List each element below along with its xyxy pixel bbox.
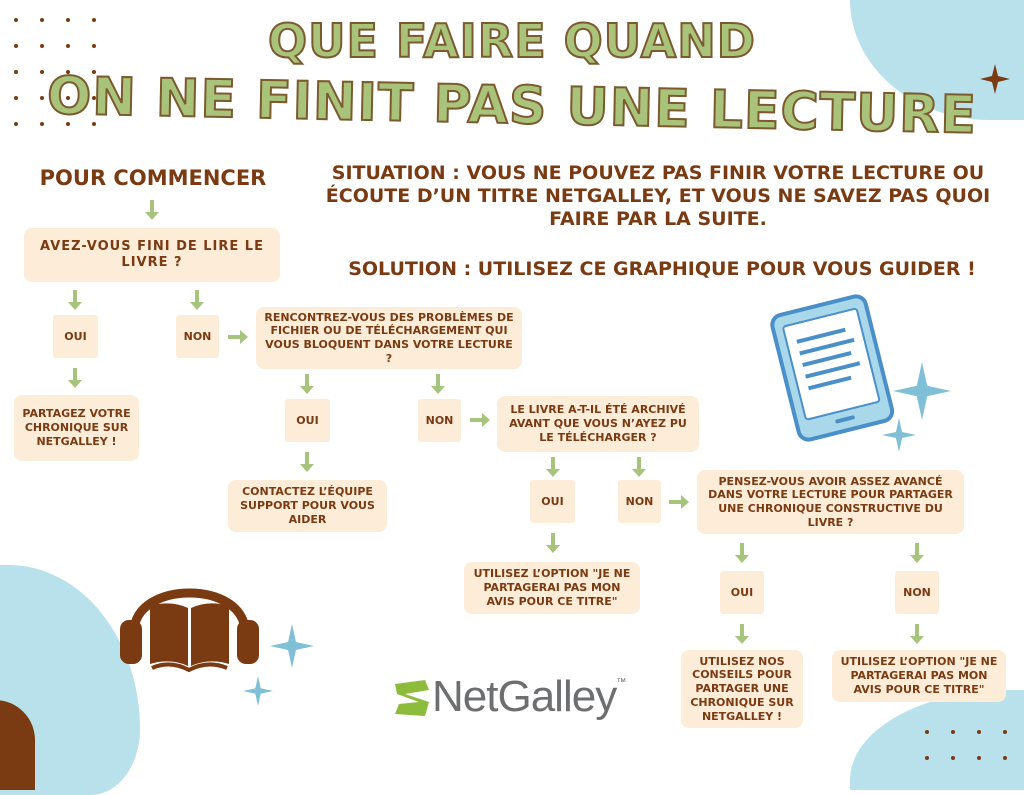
result-use-our-tips: UTILISEZ NOS CONSEILS POUR PARTAGER UNE …: [681, 650, 803, 728]
result-no-review-option: UTILISEZ L’OPTION "JE NE PARTAGERAI PAS …: [464, 562, 640, 614]
q2-yes-box: OUI: [285, 399, 330, 442]
arrow-down-icon: [910, 543, 924, 563]
arrow-down-icon: [735, 624, 749, 644]
arrow-down-icon: [632, 457, 646, 477]
q4-no-box: NON: [895, 571, 939, 614]
q4-yes-box: OUI: [720, 571, 764, 614]
arrow-down-icon: [300, 374, 314, 394]
result-share-review: PARTAGEZ VOTRE CHRONIQUE SUR NETGALLEY !: [14, 395, 139, 461]
solution-text: SOLUTION : UTILISEZ CE GRAPHIQUE POUR VO…: [348, 258, 976, 280]
arrow-right-icon: [669, 495, 689, 509]
q3-no-box: NON: [618, 480, 661, 523]
question-finished-book: AVEZ-VOUS FINI DE LIRE LE LIVRE ?: [24, 228, 280, 282]
arrow-right-icon: [470, 413, 490, 427]
arrow-down-icon: [546, 533, 560, 553]
arrow-down-icon: [145, 200, 159, 220]
sparkle-icon: [882, 418, 916, 452]
sparkle-icon: [980, 64, 1010, 94]
arrow-down-icon: [68, 368, 82, 388]
arrow-down-icon: [546, 457, 560, 477]
title-line-1: QUE FAIRE QUAND: [267, 13, 756, 69]
question-advanced-enough: PENSEZ-VOUS AVOIR ASSEZ AVANCÉ DANS VOTR…: [697, 470, 964, 534]
arrow-down-icon: [190, 290, 204, 310]
arrow-down-icon: [68, 290, 82, 310]
netgalley-logo-icon: [393, 678, 431, 722]
tablet-icon: [762, 292, 902, 446]
title-line-2: ON NE FINIT PAS UNE LECTURE: [46, 65, 979, 146]
logo-wordmark: NetGalley: [432, 672, 617, 721]
q2-no-box: NON: [418, 399, 461, 442]
arrow-down-icon: [300, 452, 314, 472]
q3-yes-box: OUI: [530, 480, 575, 523]
q1-no-box: NON: [176, 315, 219, 358]
dot-grid-top-left: [14, 18, 96, 128]
logo-trademark: ™: [616, 677, 626, 688]
question-file-problems: RENCONTREZ-VOUS DES PROBLÈMES DE FICHIER…: [256, 307, 522, 369]
sparkle-icon: [893, 362, 951, 420]
question-archived: LE LIVRE A-T-IL ÉTÉ ARCHIVÉ AVANT QUE VO…: [497, 396, 699, 452]
arrow-down-icon: [431, 374, 445, 394]
sparkle-icon: [243, 676, 273, 706]
arrow-right-icon: [228, 330, 248, 344]
result-contact-support: CONTACTEZ L’ÉQUIPE SUPPORT POUR VOUS AID…: [228, 480, 387, 532]
dot-grid-bottom-right: [925, 730, 1007, 760]
arrow-down-icon: [910, 624, 924, 644]
start-label: POUR COMMENCER: [39, 166, 267, 190]
sparkle-icon: [270, 624, 314, 668]
q1-yes-box: OUI: [53, 315, 98, 358]
result-no-review-option-2: UTILISEZ L’OPTION "JE NE PARTAGERAI PAS …: [832, 650, 1006, 702]
arrow-down-icon: [735, 543, 749, 563]
netgalley-logo-text: NetGalley™: [432, 672, 626, 722]
situation-text: SITUATION : VOUS NE POUVEZ PAS FINIR VOT…: [325, 162, 991, 230]
headphones-book-icon: [112, 560, 267, 679]
